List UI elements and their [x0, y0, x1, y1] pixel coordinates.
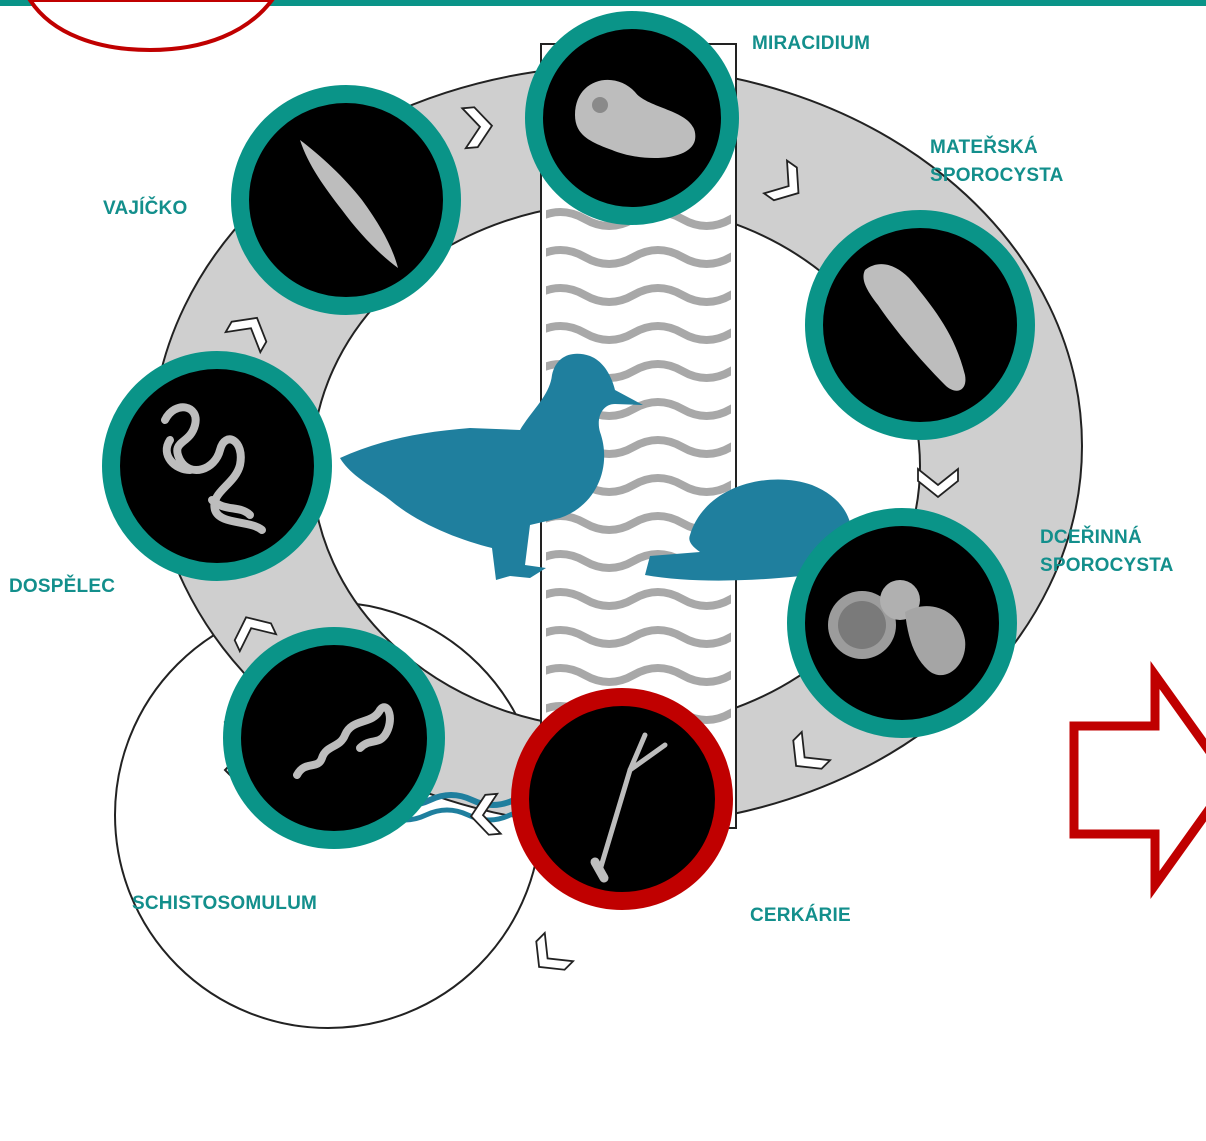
stage-adult	[111, 360, 323, 572]
label-line: SPOROCYSTA	[930, 162, 1064, 190]
label-egg: VAJÍČKO	[103, 195, 187, 223]
right-arrow-icon	[1074, 675, 1206, 885]
label-daughter-sporocyst: DCEŘINNÁ SPOROCYSTA	[1040, 524, 1174, 580]
stage-mother-sporocyst	[814, 219, 1026, 431]
label-line: MIRACIDIUM	[752, 30, 870, 58]
label-schistosomulum: SCHISTOSOMULUM	[132, 890, 317, 918]
stage-schistosomulum	[232, 636, 436, 840]
label-line: SPOROCYSTA	[1040, 552, 1174, 580]
label-adult: DOSPĚLEC	[9, 573, 115, 601]
label-line: VAJÍČKO	[103, 195, 187, 223]
chevron-cerkarie-swimmer-icon	[525, 933, 573, 981]
label-line: MATEŘSKÁ	[930, 134, 1064, 162]
label-cercaria: CERKÁRIE	[750, 902, 851, 930]
label-mother-sporocyst: MATEŘSKÁ SPOROCYSTA	[930, 134, 1064, 190]
label-miracidium: MIRACIDIUM	[752, 30, 870, 58]
label-line: CERKÁRIE	[750, 902, 851, 930]
label-line: DCEŘINNÁ	[1040, 524, 1174, 552]
label-line: DOSPĚLEC	[9, 573, 115, 601]
stage-miracidium	[534, 20, 730, 216]
stage-egg	[240, 94, 452, 306]
stage-daughter-sporocyst	[796, 517, 1008, 729]
label-line: SCHISTOSOMULUM	[132, 890, 317, 918]
stage-cercaria	[520, 697, 724, 901]
logo-badge-fragment	[30, 0, 272, 50]
